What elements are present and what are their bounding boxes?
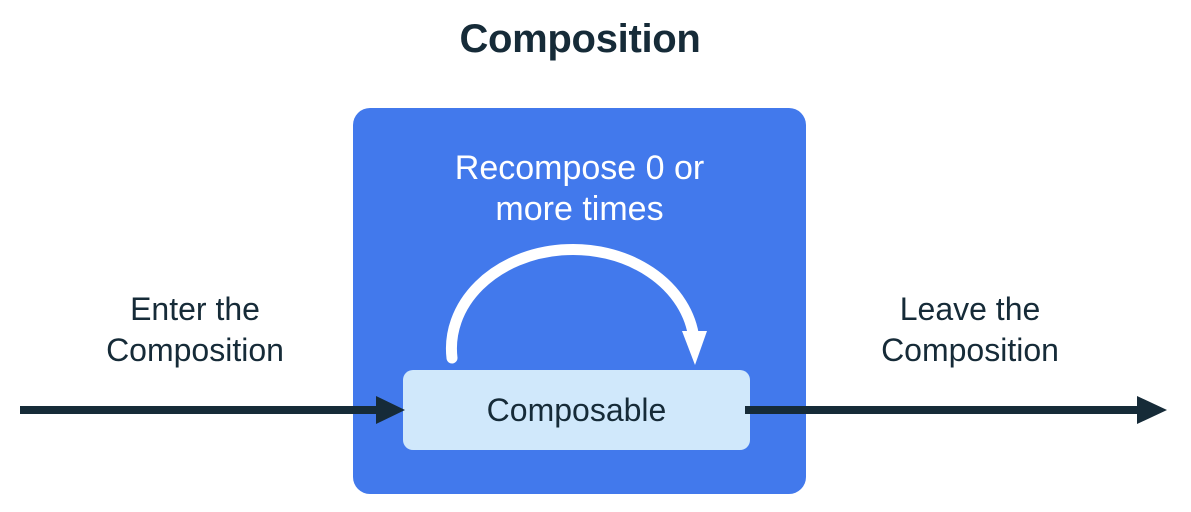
leave-composition-arrow-icon <box>745 396 1167 424</box>
leave-caption-line-2: Composition <box>881 332 1059 368</box>
enter-composition-caption: Enter the Composition <box>40 289 350 371</box>
recompose-caption: Recompose 0 or more times <box>353 148 806 230</box>
enter-composition-arrow-icon <box>20 396 405 424</box>
composable-node[interactable]: Composable <box>403 370 750 450</box>
enter-caption-line-2: Composition <box>106 332 284 368</box>
enter-caption-line-1: Enter the <box>130 291 260 327</box>
leave-composition-caption: Leave the Composition <box>815 289 1125 371</box>
recompose-loop-arrow-icon <box>445 243 707 365</box>
page-title: Composition <box>459 17 701 61</box>
recompose-caption-line-2: more times <box>495 190 664 228</box>
composable-label: Composable <box>486 391 667 428</box>
recompose-caption-line-1: Recompose 0 or <box>454 149 705 187</box>
leave-caption-line-1: Leave the <box>899 291 1041 327</box>
